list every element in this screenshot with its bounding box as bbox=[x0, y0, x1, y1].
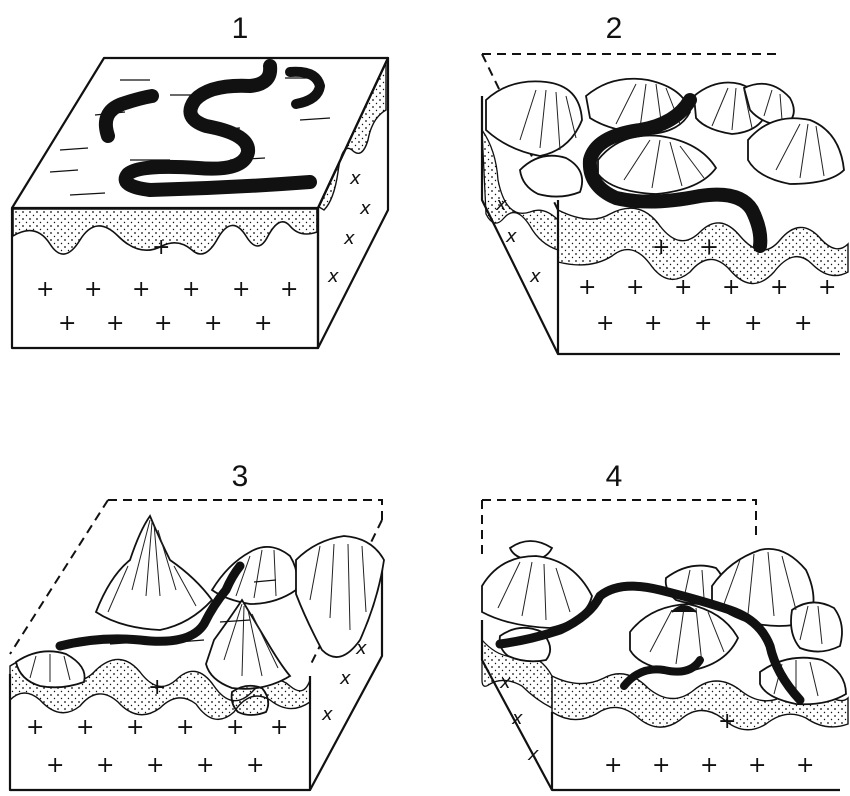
svg-text:+: + bbox=[652, 753, 670, 778]
svg-text:+: + bbox=[154, 311, 172, 336]
svg-text:+: + bbox=[36, 277, 54, 302]
svg-text:+: + bbox=[674, 275, 692, 300]
panel-1: 1 ++ ++ ++ ++ ++ ++ xx x bbox=[12, 12, 388, 348]
svg-text:+: + bbox=[126, 715, 144, 740]
svg-text:+: + bbox=[226, 715, 244, 740]
svg-text:+: + bbox=[770, 275, 788, 300]
svg-text:+: + bbox=[818, 275, 836, 300]
svg-text:+: + bbox=[748, 753, 766, 778]
svg-text:x: x bbox=[343, 228, 355, 249]
svg-text:+: + bbox=[58, 311, 76, 336]
panel-1-river-arm bbox=[106, 96, 152, 136]
svg-text:+: + bbox=[722, 275, 740, 300]
svg-text:x: x bbox=[529, 266, 541, 287]
svg-text:x: x bbox=[327, 266, 339, 287]
svg-text:+: + bbox=[204, 311, 222, 336]
svg-text:+: + bbox=[700, 235, 718, 260]
panel-1-label: 1 bbox=[232, 12, 249, 45]
svg-text:x: x bbox=[527, 744, 539, 765]
svg-text:+: + bbox=[246, 753, 264, 778]
panel-1-river-branch bbox=[290, 72, 320, 104]
panel-3-label: 3 bbox=[232, 460, 249, 493]
svg-text:+: + bbox=[280, 277, 298, 302]
panel-2-hills bbox=[486, 79, 844, 197]
panel-4-label: 4 bbox=[606, 460, 623, 493]
svg-text:+: + bbox=[578, 275, 596, 300]
svg-text:+: + bbox=[152, 235, 170, 260]
svg-text:x: x bbox=[359, 198, 371, 219]
panel-1-river bbox=[126, 66, 310, 190]
svg-text:+: + bbox=[232, 277, 250, 302]
svg-text:+: + bbox=[652, 235, 670, 260]
svg-text:+: + bbox=[794, 311, 812, 336]
svg-text:+: + bbox=[196, 753, 214, 778]
svg-text:x: x bbox=[321, 704, 333, 725]
svg-text:+: + bbox=[694, 311, 712, 336]
svg-text:x: x bbox=[349, 168, 361, 189]
svg-text:x: x bbox=[511, 708, 523, 729]
svg-text:+: + bbox=[744, 311, 762, 336]
svg-text:+: + bbox=[76, 715, 94, 740]
svg-text:+: + bbox=[718, 709, 736, 734]
svg-text:x: x bbox=[355, 638, 367, 659]
svg-text:+: + bbox=[626, 275, 644, 300]
svg-text:x: x bbox=[499, 672, 511, 693]
svg-text:+: + bbox=[106, 311, 124, 336]
svg-text:+: + bbox=[182, 277, 200, 302]
svg-text:+: + bbox=[84, 277, 102, 302]
svg-text:+: + bbox=[148, 675, 166, 700]
panel-3: 3 bbox=[10, 460, 384, 790]
svg-text:x: x bbox=[505, 226, 517, 247]
panel-4: 4 bbox=[482, 460, 848, 790]
svg-text:+: + bbox=[46, 753, 64, 778]
svg-text:+: + bbox=[254, 311, 272, 336]
svg-text:+: + bbox=[270, 715, 288, 740]
svg-text:+: + bbox=[132, 277, 150, 302]
svg-text:+: + bbox=[644, 311, 662, 336]
svg-text:+: + bbox=[176, 715, 194, 740]
svg-text:+: + bbox=[796, 753, 814, 778]
svg-text:+: + bbox=[26, 715, 44, 740]
panel-2: 2 ++ bbox=[482, 12, 848, 354]
svg-text:+: + bbox=[146, 753, 164, 778]
panel-2-label: 2 bbox=[606, 12, 623, 45]
svg-text:x: x bbox=[339, 668, 351, 689]
svg-text:x: x bbox=[495, 194, 507, 215]
svg-text:+: + bbox=[700, 753, 718, 778]
svg-text:+: + bbox=[596, 311, 614, 336]
svg-text:+: + bbox=[604, 753, 622, 778]
svg-text:+: + bbox=[96, 753, 114, 778]
